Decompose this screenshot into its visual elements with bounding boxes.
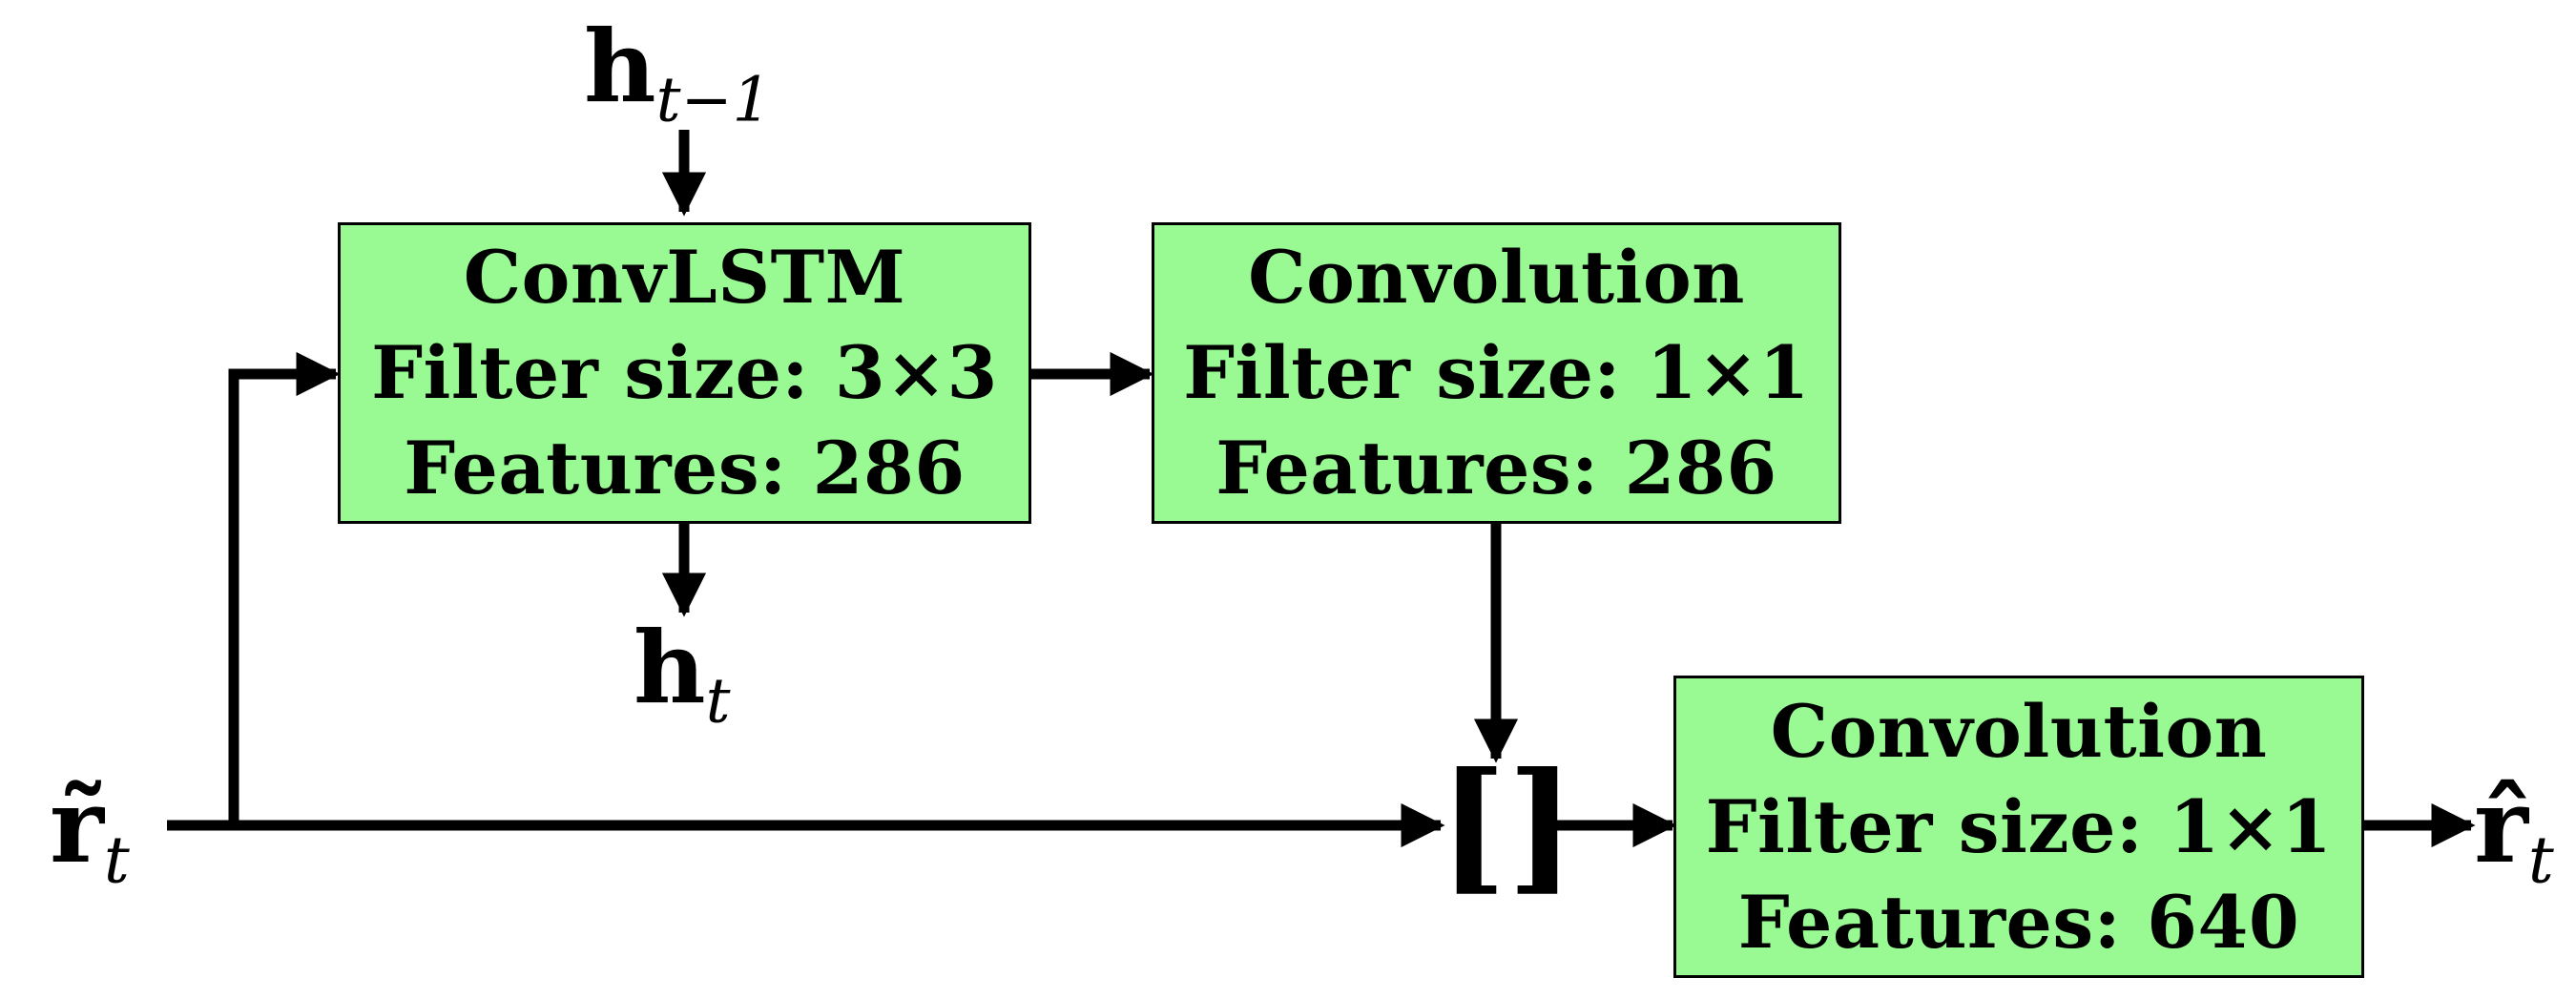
convlstm-block: ConvLSTM Filter size: 3×3 Features: 286 [338, 222, 1031, 524]
concat-bracket-right: ] [1507, 741, 1575, 909]
conv2-features: Features: 640 [1737, 879, 2300, 965]
hidden-state-previous-label: ht−1 [584, 17, 772, 132]
output-r-hat-base: r̂ [2474, 766, 2528, 886]
hidden-state-current-subscript: t [705, 665, 731, 738]
conv1-title: Convolution [1248, 235, 1745, 320]
arrow-input-to-convlstm [228, 351, 341, 825]
hidden-state-previous-base: h [584, 8, 656, 125]
convlstm-filter-size: Filter size: 3×3 [371, 330, 998, 415]
input-r-tilde-base: r̃ [50, 766, 104, 886]
input-r-tilde-label: r̃t [50, 775, 130, 892]
hidden-state-previous-subscript: t−1 [655, 64, 772, 136]
convlstm-title: ConvLSTM [463, 235, 906, 320]
convlstm-features: Features: 286 [404, 426, 966, 510]
conv2-title: Convolution [1770, 688, 2268, 774]
convolution-block-2: Convolution Filter size: 1×1 Features: 6… [1673, 676, 2364, 978]
conv1-features: Features: 286 [1215, 426, 1777, 510]
output-r-hat-label: r̂t [2474, 775, 2554, 892]
input-r-tilde-subscript: t [103, 822, 130, 898]
output-r-hat-subscript: t [2527, 822, 2554, 898]
concat-bracket-left: [ [1439, 741, 1506, 909]
convolution-block-1: Convolution Filter size: 1×1 Features: 2… [1152, 222, 1841, 524]
hidden-state-current-base: h [634, 609, 706, 726]
conv2-filter-size: Filter size: 1×1 [1705, 783, 2333, 869]
hidden-state-current-label: ht [634, 618, 731, 733]
conv1-filter-size: Filter size: 1×1 [1183, 330, 1810, 415]
